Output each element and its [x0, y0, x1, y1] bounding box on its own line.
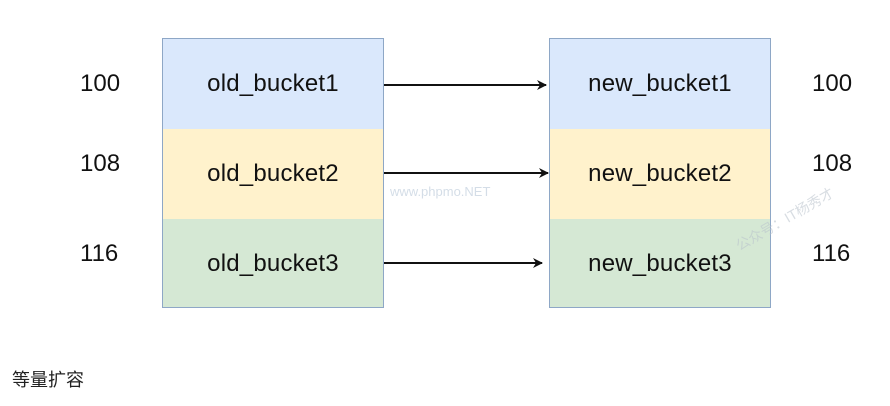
new-bucket-1-label: new_bucket1 [588, 70, 732, 97]
old-bucket-1-label: old_bucket1 [207, 70, 339, 97]
diagram-caption: 等量扩容 [12, 370, 84, 390]
old-bucket-3: old_bucket3 [163, 219, 383, 307]
old-bucket-column: old_bucket1 old_bucket2 old_bucket3 [162, 38, 384, 308]
right-address-1: 100 [812, 70, 853, 97]
right-address-2: 108 [812, 150, 853, 177]
right-address-3: 116 [812, 240, 851, 267]
new-bucket-1: new_bucket1 [550, 39, 770, 129]
new-bucket-3-label: new_bucket3 [588, 250, 732, 277]
bucket-expansion-diagram: 100 108 116 old_bucket1 old_bucket2 old_… [80, 38, 853, 308]
left-address-2: 108 [80, 150, 121, 177]
old-bucket-3-label: old_bucket3 [207, 250, 339, 277]
old-bucket-2-label: old_bucket2 [207, 160, 339, 187]
left-address-1: 100 [80, 70, 121, 97]
new-bucket-2: new_bucket2 [550, 129, 770, 219]
watermark-center: www.phpmo.NET [390, 184, 491, 199]
left-address-3: 116 [80, 240, 119, 267]
new-bucket-2-label: new_bucket2 [588, 160, 732, 187]
old-bucket-2: old_bucket2 [163, 129, 383, 219]
new-bucket-column: new_bucket1 new_bucket2 new_bucket3 [549, 38, 771, 308]
new-bucket-3: new_bucket3 [550, 219, 770, 307]
old-bucket-1: old_bucket1 [163, 39, 383, 129]
